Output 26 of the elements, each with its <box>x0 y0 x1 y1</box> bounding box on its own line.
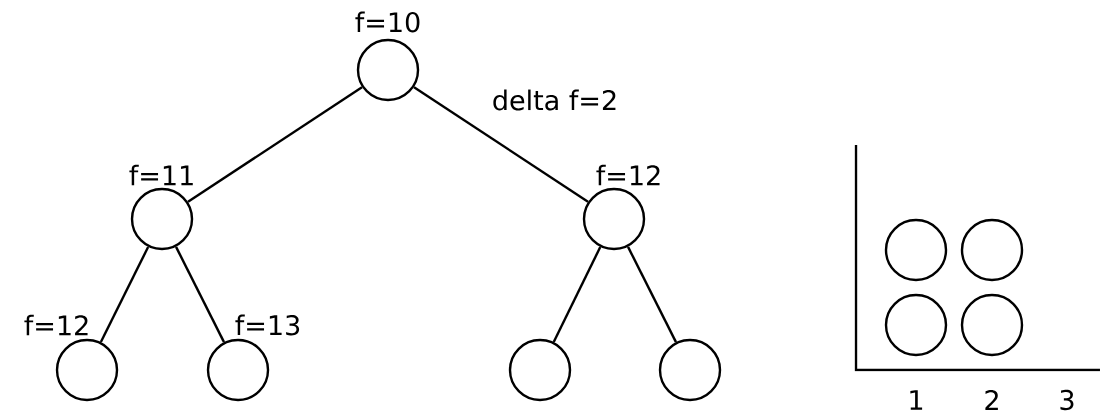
tree-node-circle <box>884 218 948 282</box>
tree-node-circle <box>508 338 572 402</box>
tree-node-circle <box>356 38 420 102</box>
edge-line <box>413 86 589 203</box>
edge-label: delta f=2 <box>490 88 620 112</box>
edge-line <box>552 246 602 343</box>
node-label: f=12 <box>24 314 88 336</box>
axis-tick-label: 3 <box>1060 389 1074 411</box>
node-label: f=12 <box>596 164 660 186</box>
tree-node-circle <box>884 293 948 357</box>
axis-tick-label: 1 <box>910 390 923 410</box>
node-label: f=10 <box>355 11 420 33</box>
node-label: f=11 <box>129 164 193 186</box>
edge-line <box>626 246 678 343</box>
tree-node-circle <box>960 218 1024 282</box>
edge-line <box>187 86 363 203</box>
tree-node-circle <box>658 338 722 402</box>
tree-node-circle <box>582 187 646 251</box>
node-label: f=13 <box>235 314 300 336</box>
tree-node-circle <box>960 293 1024 357</box>
edge-line <box>174 246 226 343</box>
axis-tick-label: 2 <box>985 389 998 410</box>
tree-node-circle <box>130 187 194 251</box>
tree-node-circle <box>206 338 270 402</box>
tree-node-circle <box>55 338 119 402</box>
edge-line <box>99 246 150 343</box>
